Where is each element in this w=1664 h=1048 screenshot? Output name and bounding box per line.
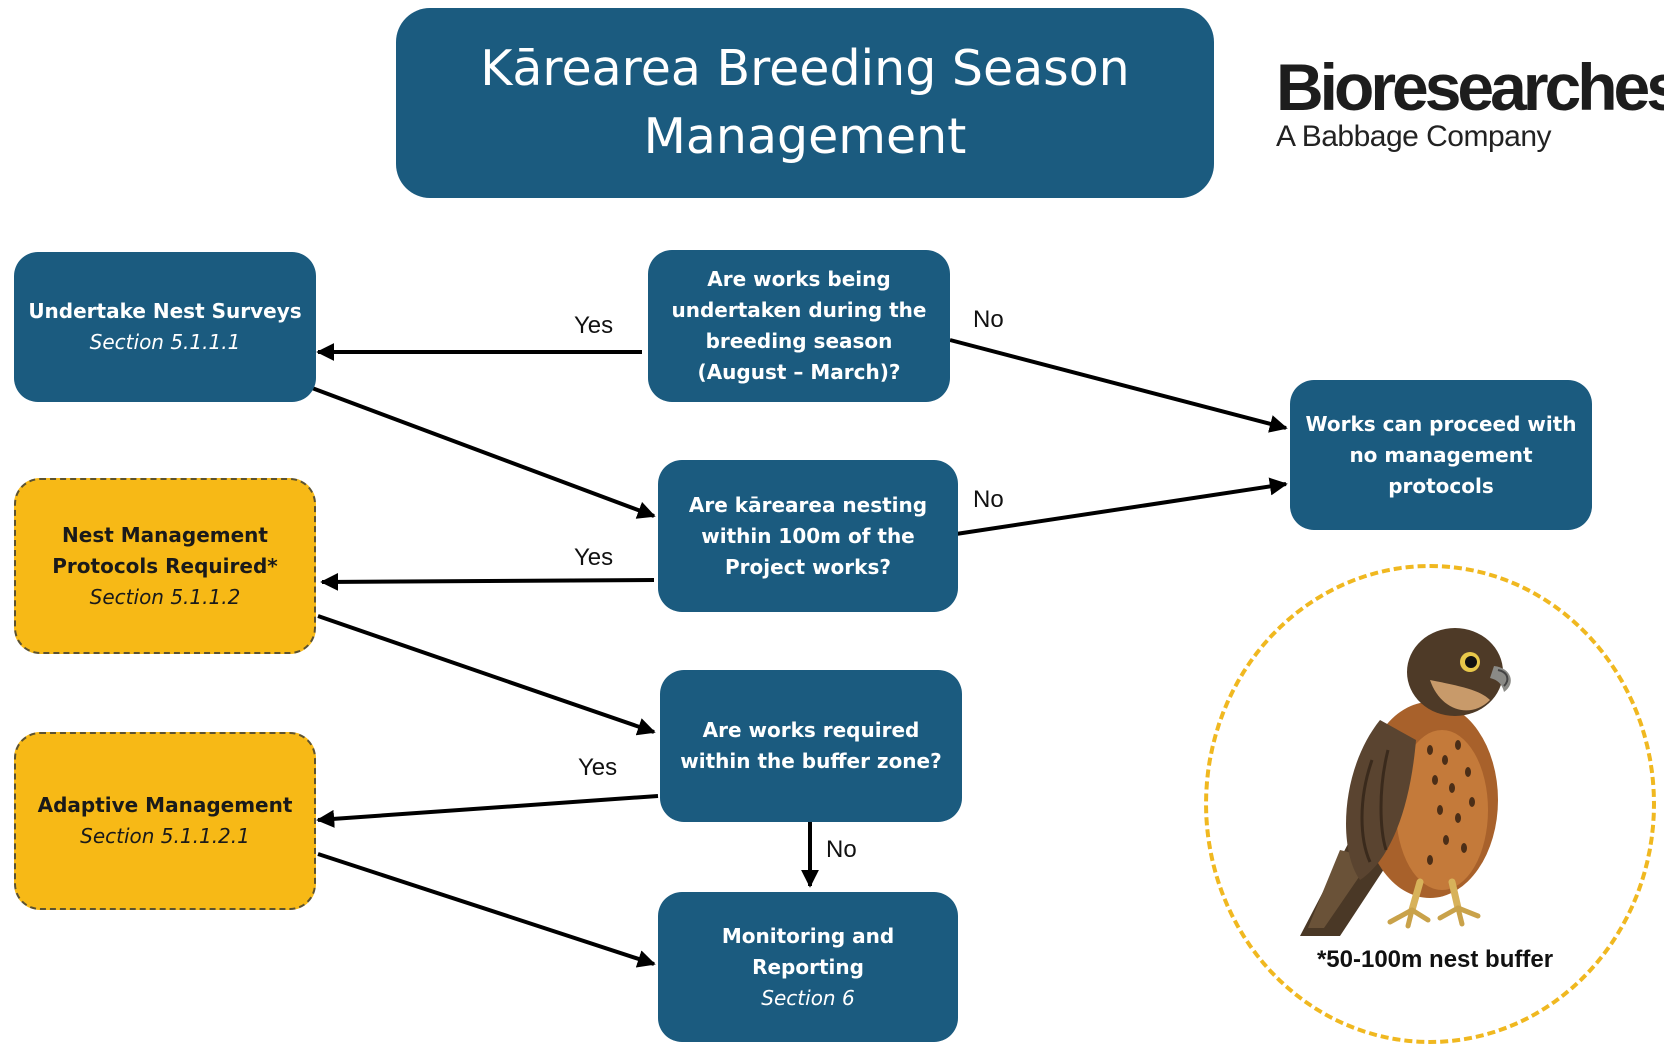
node-works-proceed: Works can proceed with no management pro…: [1290, 380, 1592, 530]
node-nest-management: Nest Management Protocols Required* Sect…: [14, 478, 316, 654]
diagram-title: Kārearea Breeding Season Management: [396, 8, 1214, 198]
q-nesting-line-3: Project works?: [725, 554, 891, 579]
node-question-buffer-zone: Are works required within the buffer zon…: [660, 670, 962, 822]
adaptive-title: Adaptive Management: [37, 793, 293, 817]
node-nest-surveys-section: Section 5.1.1.1: [89, 330, 241, 354]
q-breeding-line-4: (August – March)?: [697, 360, 901, 384]
arrow-nesting-no: [955, 477, 1288, 536]
logo-name: Bioresearches: [1276, 50, 1664, 124]
monitoring-section: Section 6: [761, 985, 855, 1010]
logo-tagline: A Babbage Company: [1276, 120, 1552, 153]
arrow-nesting-yes: [320, 572, 655, 591]
arrow-breeding-no: [949, 338, 1288, 433]
node-nest-surveys-title: Undertake Nest Surveys: [28, 299, 302, 323]
nest-mgmt-line-1: Nest Management: [62, 522, 268, 547]
q-breeding-line-1: Are works being: [707, 267, 891, 291]
nest-mgmt-section: Section 5.1.1.2: [89, 584, 241, 609]
title-line-2: Management: [643, 108, 967, 165]
arrow-buffer-yes: [316, 794, 659, 828]
title-line-1: Kārearea Breeding Season: [480, 40, 1130, 97]
proceed-line-1: Works can proceed with: [1305, 411, 1577, 436]
nest-mgmt-line-2: Protocols Required*: [52, 553, 278, 578]
q-buffer-line-2: within the buffer zone?: [680, 749, 942, 773]
edge-label-yes-buffer: Yes: [578, 754, 618, 781]
monitoring-line-2: Reporting: [752, 954, 864, 979]
q-breeding-line-2: undertaken during the: [671, 298, 927, 322]
q-nesting-line-2: within 100m of the: [701, 523, 915, 548]
edge-label-yes-breeding: Yes: [574, 312, 614, 339]
q-breeding-line-3: breeding season: [705, 329, 893, 353]
arrow-adaptive-to-monitoring: [317, 852, 656, 968]
bioresearches-logo: Bioresearches A Babbage Company: [1276, 54, 1664, 154]
nest-buffer-circle: [1204, 564, 1656, 1044]
node-adaptive-management: Adaptive Management Section 5.1.1.2.1: [14, 732, 316, 910]
node-question-nesting: Are kārearea nesting within 100m of the …: [658, 460, 958, 612]
edge-label-yes-nesting: Yes: [574, 544, 614, 571]
proceed-line-2: no management: [1349, 442, 1533, 467]
adaptive-section: Section 5.1.1.2.1: [80, 824, 250, 848]
edge-label-no-buffer: No: [826, 836, 857, 863]
q-buffer-line-1: Are works required: [702, 718, 920, 742]
q-nesting-line-1: Are kārearea nesting: [688, 492, 928, 517]
node-question-breeding-season: Are works being undertaken during the br…: [648, 250, 950, 402]
arrow-surveys-to-nesting: [311, 386, 656, 519]
node-monitoring-reporting: Monitoring and Reporting Section 6: [658, 892, 958, 1042]
karearea-falcon-icon: [1300, 628, 1511, 936]
node-nest-surveys: Undertake Nest Surveys Section 5.1.1.1: [14, 252, 316, 402]
arrow-mgmt-to-buffer: [317, 614, 656, 736]
edge-label-no-nesting: No: [973, 486, 1004, 513]
proceed-line-3: protocols: [1388, 473, 1494, 498]
nest-buffer-note: *50-100m nest buffer: [1316, 946, 1554, 973]
edge-label-no-breeding: No: [973, 306, 1004, 333]
monitoring-line-1: Monitoring and: [721, 923, 895, 948]
